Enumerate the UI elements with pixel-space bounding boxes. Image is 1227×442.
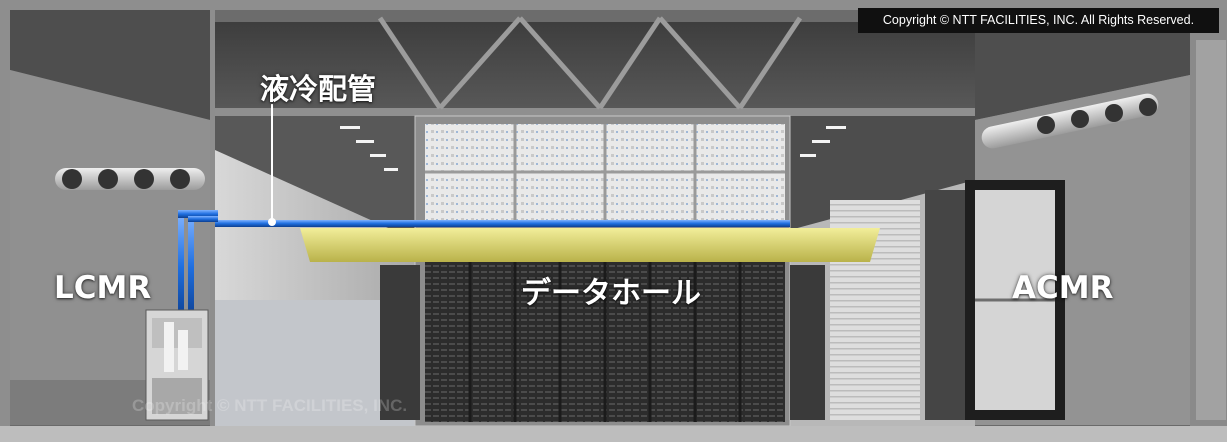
lcmr-room	[10, 10, 210, 432]
server-racks	[425, 262, 785, 422]
lcmr-equipment	[145, 309, 209, 421]
liquid-cooling-main-pipe	[215, 220, 790, 227]
cable-tray	[300, 228, 880, 262]
data-hall-label: データホール	[521, 276, 701, 311]
lcmr-label: LCMR	[54, 270, 152, 306]
liquid-cooling-pipe-label: 液冷配管	[260, 72, 377, 106]
copyright-watermark: Copyright © NTT FACILITIES, INC.	[132, 396, 408, 415]
acmr-ducts	[981, 93, 1159, 149]
data-hall	[178, 104, 975, 427]
lcmr-ducts	[55, 168, 205, 190]
copyright-notice: Copyright © NTT FACILITIES, INC. All Rig…	[858, 8, 1219, 33]
acmr-room	[925, 10, 1227, 432]
acmr-label: ACMR	[1012, 270, 1114, 306]
roof-truss	[215, 10, 975, 116]
